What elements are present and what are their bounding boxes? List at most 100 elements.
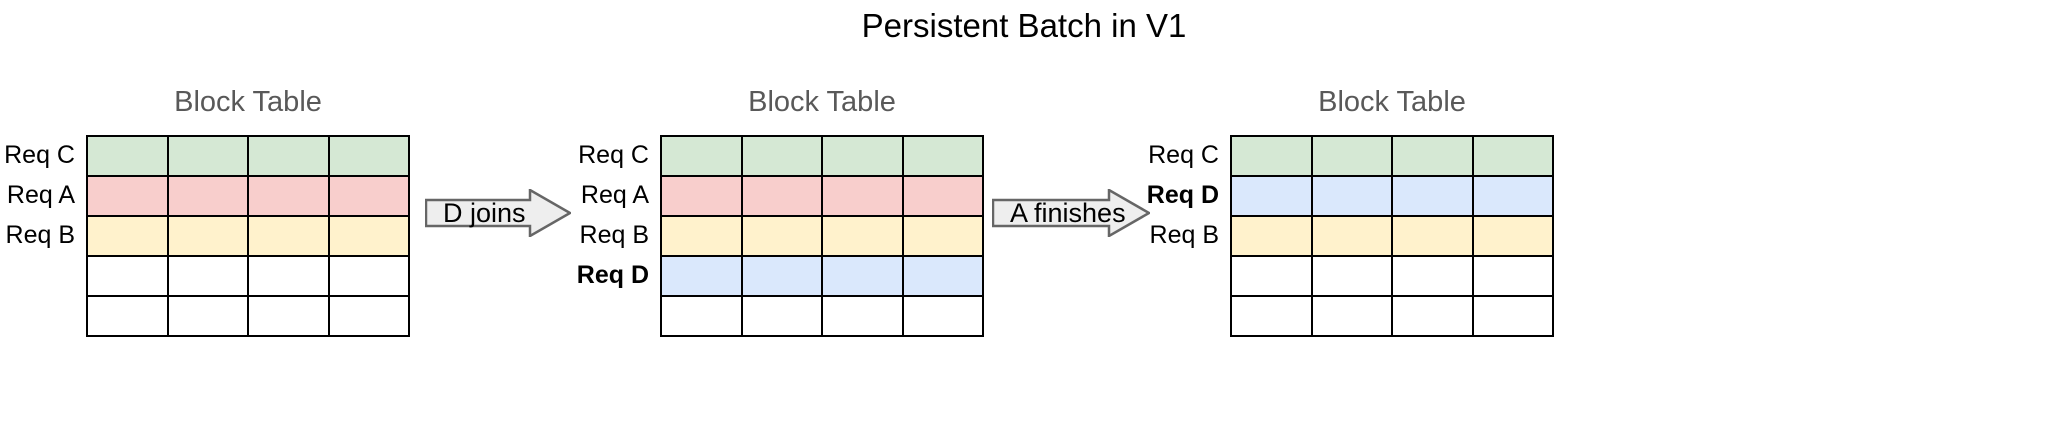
- row-label-req-d: Req D: [1146, 181, 1219, 209]
- block-cell: [1391, 255, 1474, 297]
- block-cell: [821, 295, 904, 337]
- block-cell: [247, 215, 330, 257]
- block-cell: [740, 135, 823, 177]
- block-cell: [247, 295, 330, 337]
- table-row: [660, 175, 984, 217]
- row-label-empty: [1019, 255, 1219, 295]
- table-row: [86, 135, 410, 177]
- block-table-body: [660, 135, 984, 337]
- block-cell: [86, 215, 169, 257]
- block-cell: [1230, 295, 1313, 337]
- block-cell: [86, 175, 169, 217]
- row-label-empty: [0, 255, 75, 295]
- block-table: [660, 135, 984, 337]
- block-cell: [901, 295, 984, 337]
- block-table-title: Block Table: [1318, 86, 1466, 118]
- block-table: [1230, 135, 1554, 337]
- block-cell: [1471, 295, 1554, 337]
- table-row: [86, 215, 410, 257]
- table-row: [86, 175, 410, 217]
- block-cell: [740, 175, 823, 217]
- block-cell: [166, 295, 249, 337]
- row-label-empty: [449, 295, 649, 335]
- block-cell: [1310, 175, 1393, 217]
- block-cell: [86, 135, 169, 177]
- block-cell: [166, 215, 249, 257]
- block-table-grid: [660, 135, 984, 337]
- table-row: [86, 295, 410, 337]
- table-row: [660, 255, 984, 297]
- table-row: [660, 295, 984, 337]
- block-cell: [1471, 215, 1554, 257]
- table-row: [660, 135, 984, 177]
- arrow-right-icon: [425, 189, 571, 237]
- block-cell: [1471, 135, 1554, 177]
- block-cell: [327, 215, 410, 257]
- row-label-empty: [0, 295, 75, 335]
- block-cell: [1230, 175, 1313, 217]
- block-cell: [327, 255, 410, 297]
- block-cell: [1391, 135, 1474, 177]
- block-cell: [660, 215, 743, 257]
- row-label-list: Req C Req D Req B: [1019, 135, 1219, 335]
- block-cell: [1310, 135, 1393, 177]
- block-cell: [821, 175, 904, 217]
- block-cell: [166, 255, 249, 297]
- block-cell: [247, 135, 330, 177]
- block-cell: [1471, 175, 1554, 217]
- block-cell: [821, 255, 904, 297]
- block-cell: [86, 255, 169, 297]
- page-title: Persistent Batch in V1: [861, 7, 1187, 44]
- table-row: [1230, 215, 1554, 257]
- table-row: [86, 255, 410, 297]
- block-cell: [86, 295, 169, 337]
- block-cell: [901, 255, 984, 297]
- block-cell: [1310, 215, 1393, 257]
- block-cell: [327, 295, 410, 337]
- block-cell: [166, 135, 249, 177]
- block-table-body: [86, 135, 410, 337]
- row-label-req-d: Req D: [576, 261, 649, 289]
- block-table-title: Block Table: [748, 86, 896, 118]
- block-table-body: [1230, 135, 1554, 337]
- row-label-req-c: Req C: [1148, 141, 1219, 169]
- block-cell: [740, 255, 823, 297]
- block-cell: [821, 215, 904, 257]
- block-cell: [166, 175, 249, 217]
- row-label-req-c: Req C: [578, 141, 649, 169]
- block-cell: [1230, 255, 1313, 297]
- block-cell: [660, 175, 743, 217]
- block-cell: [1391, 175, 1474, 217]
- block-cell: [660, 135, 743, 177]
- block-cell: [327, 135, 410, 177]
- block-cell: [901, 175, 984, 217]
- arrow-right-icon: [992, 189, 1150, 237]
- row-label-req-a: Req A: [6, 181, 75, 209]
- block-cell: [660, 295, 743, 337]
- row-label-req-b: Req B: [1149, 221, 1219, 249]
- block-cell: [1230, 135, 1313, 177]
- block-cell: [1391, 295, 1474, 337]
- row-label-req-a: Req A: [580, 181, 649, 209]
- block-cell: [660, 255, 743, 297]
- block-cell: [327, 175, 410, 217]
- row-label-req-c: Req C: [4, 141, 75, 169]
- block-table-grid: [86, 135, 410, 337]
- table-row: [1230, 295, 1554, 337]
- row-label-req-b: Req B: [579, 221, 649, 249]
- block-cell: [1471, 255, 1554, 297]
- block-cell: [1310, 295, 1393, 337]
- block-cell: [901, 135, 984, 177]
- block-cell: [740, 295, 823, 337]
- block-cell: [901, 215, 984, 257]
- block-cell: [740, 215, 823, 257]
- block-cell: [1230, 215, 1313, 257]
- block-cell: [247, 175, 330, 217]
- block-cell: [1310, 255, 1393, 297]
- row-label-list: Req C Req A Req B Req D: [449, 135, 649, 335]
- block-table-grid: [1230, 135, 1554, 337]
- block-cell: [821, 135, 904, 177]
- block-cell: [1391, 215, 1474, 257]
